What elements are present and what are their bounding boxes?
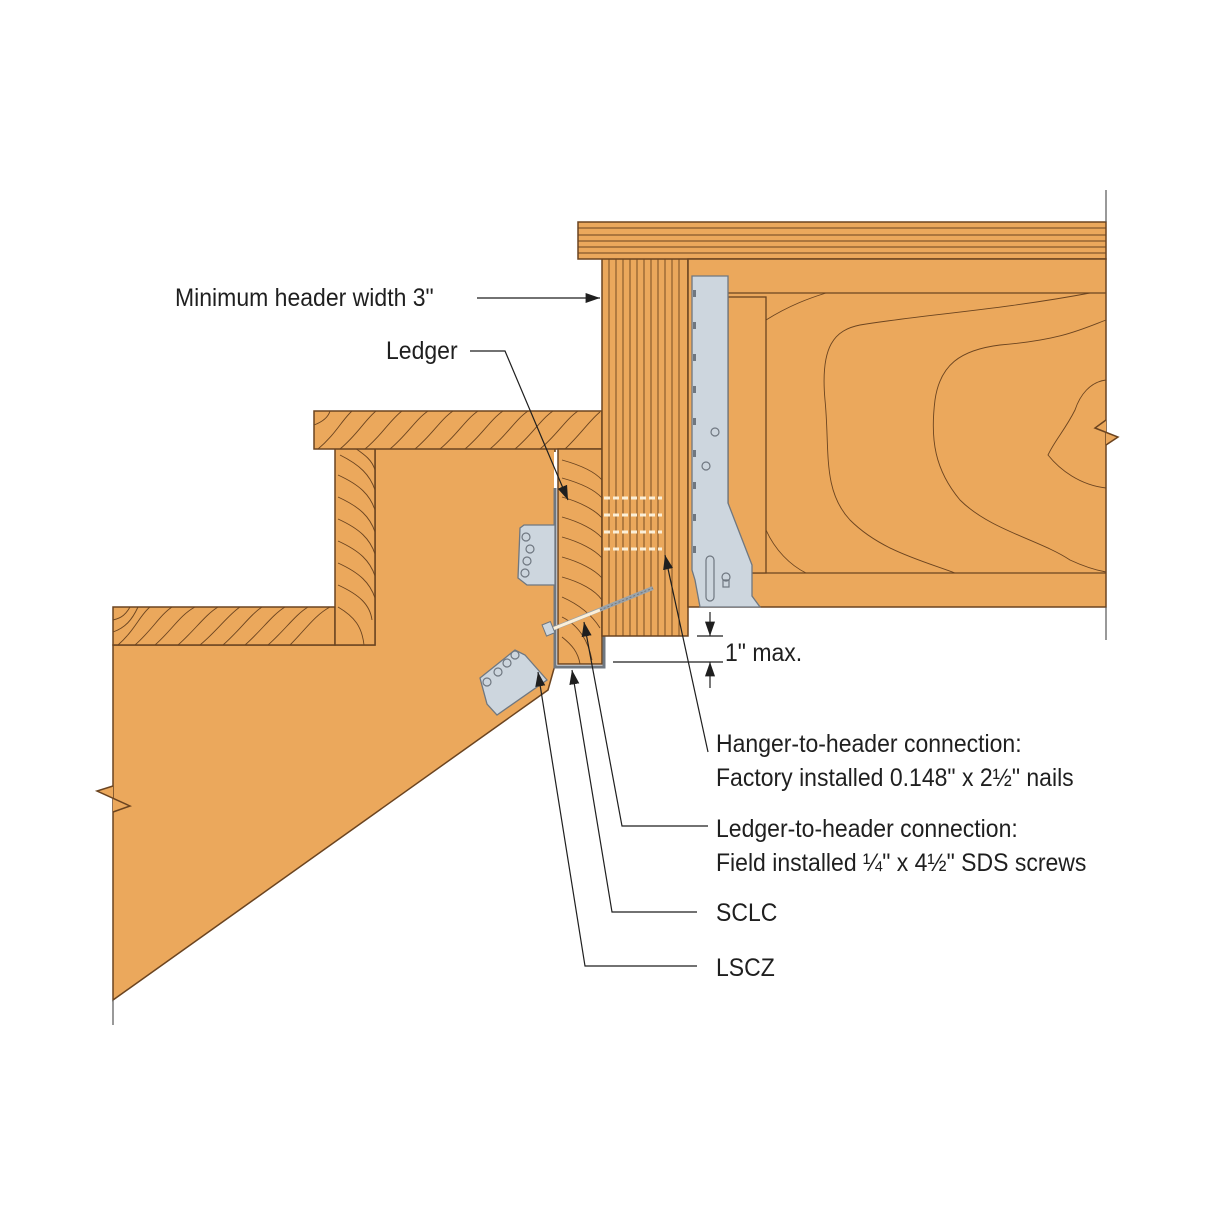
label-hanger-to-header-title: Hanger-to-header connection: [716, 730, 1022, 758]
stair-stringer [94, 439, 556, 1025]
sclc-connector [517, 524, 556, 586]
subfloor [577, 221, 1107, 260]
lower-tread [112, 606, 336, 646]
label-minimum-header-width: Minimum header width 3" [175, 284, 434, 312]
label-hanger-to-header-detail: Factory installed 0.148" x 2½" nails [716, 764, 1074, 792]
riser [334, 447, 376, 646]
floor-joist [687, 190, 1120, 640]
ledger [553, 448, 606, 669]
upper-tread [313, 410, 603, 450]
label-ledger-to-header-title: Ledger-to-header connection: [716, 815, 1018, 843]
joist-hanger [691, 275, 762, 608]
label-sclc: SCLC [716, 899, 778, 927]
leader-lines [470, 292, 709, 967]
header [601, 257, 689, 637]
label-one-inch-max: 1" max. [725, 639, 803, 667]
label-ledger: Ledger [386, 337, 458, 365]
label-lscz: LSCZ [716, 954, 775, 982]
sds-screw [541, 586, 654, 637]
lscz-connector [479, 649, 548, 716]
label-ledger-to-header-detail: Field installed ¼" x 4½" SDS screws [716, 849, 1087, 877]
dimension-1in-max [613, 612, 723, 688]
